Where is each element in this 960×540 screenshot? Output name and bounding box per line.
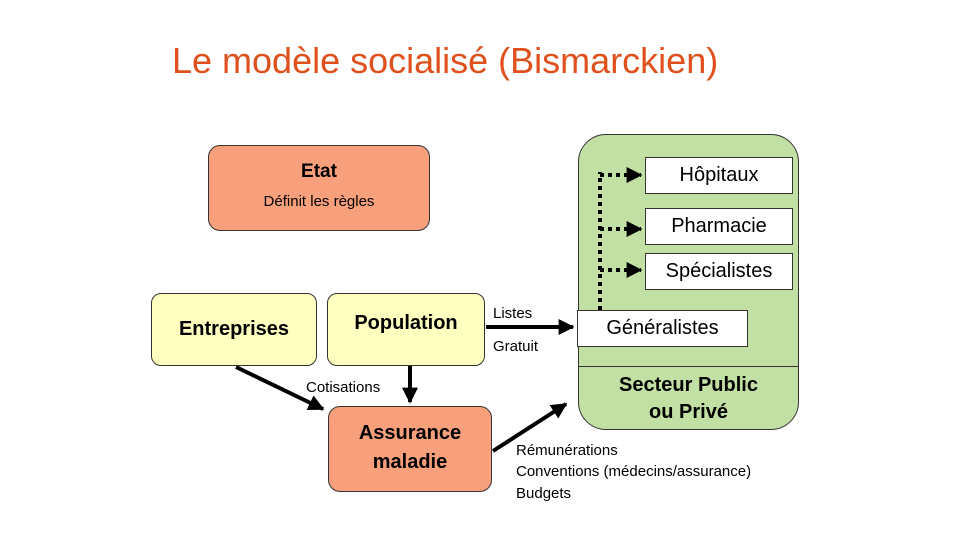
arrow-assurance-secteur bbox=[491, 402, 568, 453]
hopitaux-node: Hôpitaux bbox=[645, 157, 793, 194]
assurance-maladie-node: Assurance maladie bbox=[328, 406, 492, 492]
etat-subtitle: Définit les règles bbox=[263, 193, 375, 210]
arrow-entreprises-assurance bbox=[235, 365, 325, 411]
secteur-line1: Secteur Public bbox=[619, 374, 758, 396]
label-gratuit: Gratuit bbox=[493, 338, 539, 355]
secteur-divider bbox=[578, 366, 799, 367]
entreprises-node: Entreprises bbox=[151, 293, 317, 366]
label-cotisations: Cotisations bbox=[306, 379, 381, 396]
assurance-line1: Assurance bbox=[358, 422, 462, 444]
etat-title: Etat bbox=[301, 161, 337, 182]
etat-node: Etat Définit les règles bbox=[208, 145, 430, 231]
label-conventions: Conventions (médecins/assurance) bbox=[516, 463, 752, 480]
specialistes-node: Spécialistes bbox=[645, 253, 793, 290]
population-node: Population bbox=[327, 293, 485, 366]
label-listes: Listes bbox=[493, 305, 533, 322]
secteur-label: Secteur Public ou Privé bbox=[578, 372, 799, 426]
page-title: Le modèle socialisé (Bismarckien) bbox=[172, 40, 719, 81]
secteur-line2: ou Privé bbox=[649, 401, 728, 423]
generalistes-node: Généralistes bbox=[577, 310, 748, 347]
pharmacie-node: Pharmacie bbox=[645, 208, 793, 245]
label-remunerations: Rémunérations bbox=[516, 442, 618, 459]
assurance-line2: maladie bbox=[372, 451, 448, 473]
label-budgets: Budgets bbox=[516, 485, 572, 502]
